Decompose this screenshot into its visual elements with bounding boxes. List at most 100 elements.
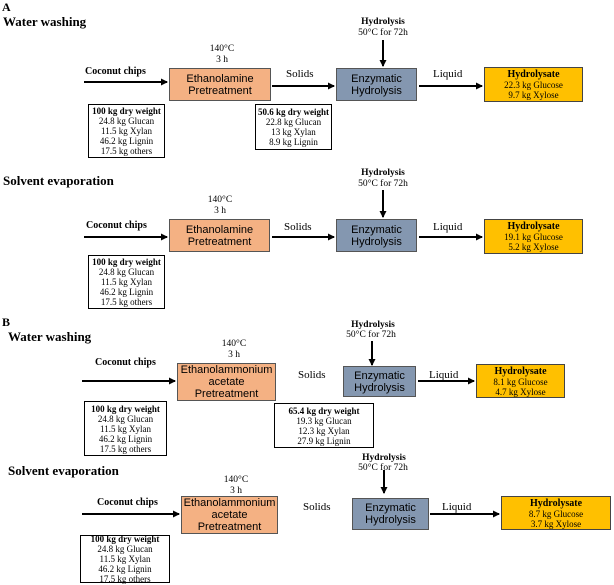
feed-composition-box: 100 kg dry weight 24.8 kg Glucan 11.5 kg…: [88, 104, 165, 158]
feed-label: Coconut chips: [95, 357, 156, 368]
box-line: Ethanolamine: [185, 223, 254, 236]
hydrolysis-label: Hydrolysis: [361, 168, 405, 178]
composition-line: 46.2 kg Lignin: [99, 287, 154, 297]
composition-title: 100 kg dry weight: [92, 257, 161, 267]
hydrolysis-condition: 50°C for 72h: [358, 463, 408, 473]
section-title: Solvent evaporation: [3, 173, 114, 188]
composition-title: 100 kg dry weight: [91, 403, 160, 414]
composition-line: 17.5 kg others: [100, 297, 153, 307]
composition-line: 27.9 kg Lignin: [297, 435, 351, 446]
composition-line: 22.8 kg Glucan: [265, 117, 322, 127]
composition-line: 46.2 kg Lignin: [98, 564, 152, 574]
flow-label-liquid: Liquid: [429, 369, 459, 381]
flow-label-solids: Solids: [284, 221, 312, 233]
composition-line: 24.8 kg Glucan: [97, 544, 153, 554]
section-title: Solvent evaporation: [8, 463, 119, 478]
hydrolysis-label: Hydrolysis: [362, 453, 406, 463]
box-line: Pretreatment: [187, 235, 252, 248]
flow-label-solids: Solids: [298, 369, 326, 381]
composition-line: 11.5 kg Xylan: [100, 423, 151, 434]
solids-composition-box: 65.4 kg dry weight 19.3 kg Glucan 12.3 k…: [274, 403, 374, 448]
product-line: 9.7 kg Xylose: [508, 90, 559, 100]
box-line: acetate: [208, 376, 245, 388]
flow-label-solids: Solids: [286, 68, 314, 80]
section-title: Water washing: [8, 329, 92, 344]
hydrolysate-title: Hydrolysate: [494, 365, 547, 377]
box-line: Pretreatment: [194, 388, 259, 400]
composition-title: 100 kg dry weight: [90, 534, 160, 544]
feed-composition-box: 100 kg dry weight 24.8 kg Glucan 11.5 kg…: [80, 534, 170, 584]
composition-line: 46.2 kg Lignin: [98, 433, 153, 444]
product-line: 8.1 kg Glucose: [493, 376, 548, 387]
composition-title: 100 kg dry weight: [92, 106, 161, 116]
condition-time: 3 h: [228, 350, 240, 360]
composition-line: 19.3 kg Glucan: [296, 415, 352, 426]
hydrolysis-condition: 50°C for 72h: [346, 330, 396, 340]
composition-line: 11.5 kg Xylan: [101, 126, 152, 136]
product-line: 5.2 kg Xylose: [508, 242, 559, 252]
box-line: Hydrolysis: [365, 514, 416, 526]
hydrolysis-label: Hydrolysis: [361, 17, 405, 27]
box-line: Enzymatic: [351, 223, 402, 236]
hydrolysate-title: Hydrolysate: [507, 69, 560, 80]
condition-temperature: 140°C: [221, 339, 247, 349]
composition-line: 13 kg Xylan: [271, 127, 316, 137]
hydrolysate-title: Hydrolysate: [529, 497, 583, 509]
hydrolysis-condition: 50°C for 72h: [358, 179, 408, 189]
condition-temperature: 140°C: [223, 475, 249, 485]
composition-title: 65.4 kg dry weight: [288, 405, 360, 416]
panel-label: A: [2, 0, 11, 14]
box-line: Pretreatment: [188, 84, 252, 97]
composition-line: 17.5 kg others: [99, 443, 152, 454]
composition-line: 11.5 kg Xylan: [101, 277, 152, 287]
section-title: Water washing: [3, 14, 87, 29]
box-line: Enzymatic: [351, 72, 402, 85]
flow-label-liquid: Liquid: [433, 68, 463, 80]
box-line: Ethanolamine: [186, 72, 254, 85]
composition-line: 8.9 kg Lignin: [269, 137, 318, 147]
composition-line: 17.5 kg others: [99, 574, 151, 584]
flow-label-solids: Solids: [303, 501, 331, 513]
composition-line: 24.8 kg Glucan: [98, 116, 155, 126]
composition-line: 17.5 kg others: [100, 146, 153, 156]
hydrolysis-label: Hydrolysis: [351, 320, 395, 330]
product-line: 4.7 kg Xylose: [495, 386, 546, 397]
composition-line: 11.5 kg Xylan: [99, 554, 151, 564]
panel-label: B: [2, 315, 11, 329]
box-line: Enzymatic: [354, 369, 405, 382]
composition-title: 50.6 kg dry weight: [257, 107, 329, 117]
box-line: Hydrolysis: [351, 84, 402, 97]
product-line: 19.1 kg Glucose: [504, 232, 563, 242]
feed-composition-box: 100 kg dry weight 24.8 kg Glucan 11.5 kg…: [84, 401, 167, 456]
box-line: Ethanolammonium: [180, 364, 273, 376]
flow-label-liquid: Liquid: [433, 221, 463, 233]
composition-line: 12.3 kg Xylan: [298, 425, 350, 436]
box-line: Pretreatment: [197, 521, 262, 533]
flow-label-liquid: Liquid: [442, 501, 472, 513]
feed-label: Coconut chips: [86, 220, 147, 231]
box-line: Enzymatic: [365, 502, 416, 514]
product-line: 3.7 kg Xylose: [530, 518, 582, 529]
product-line: 8.7 kg Glucose: [528, 508, 584, 519]
box-line: Hydrolysis: [351, 235, 402, 248]
box-line: Ethanolammonium: [183, 497, 276, 509]
feed-composition-box: 100 kg dry weight 24.8 kg Glucan 11.5 kg…: [88, 255, 165, 309]
feed-label: Coconut chips: [97, 497, 158, 508]
box-line: acetate: [211, 509, 248, 521]
product-line: 22.3 kg Glucose: [504, 80, 563, 90]
hydrolysate-title: Hydrolysate: [507, 221, 560, 232]
composition-line: 46.2 kg Lignin: [99, 136, 154, 146]
